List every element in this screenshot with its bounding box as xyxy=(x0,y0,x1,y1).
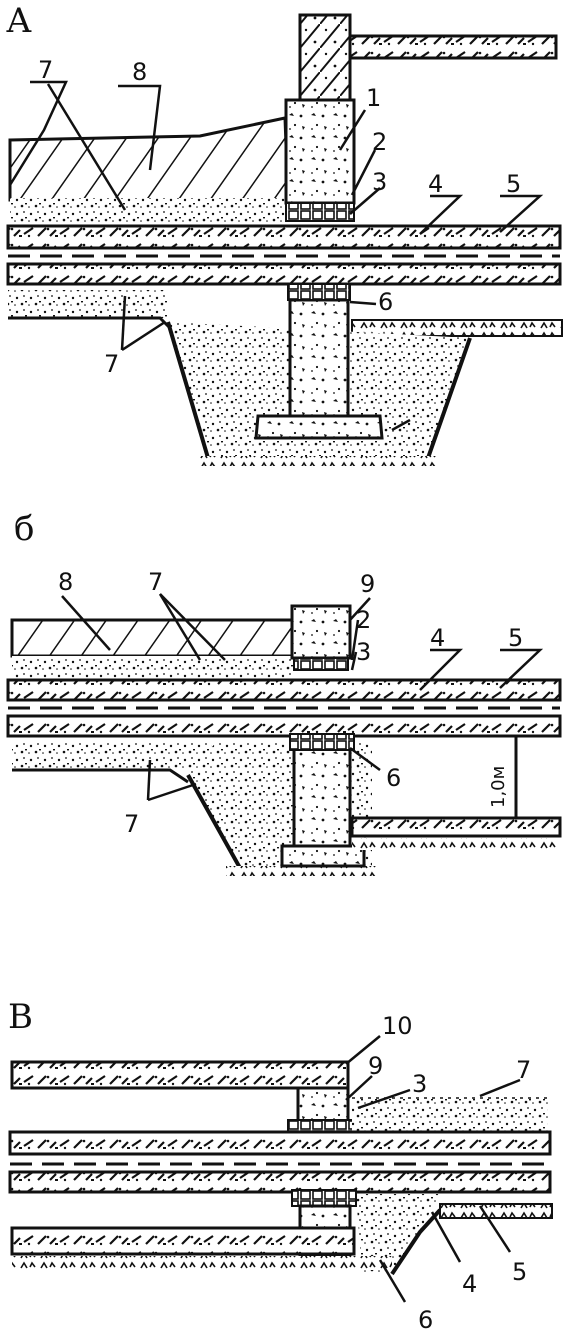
panel-a-footing xyxy=(254,414,384,440)
panel-a-left-ground xyxy=(8,290,168,318)
panel-a-foundation-block xyxy=(284,98,356,205)
panel-a-brick-cap xyxy=(287,283,351,301)
panel-b-label-6: 6 xyxy=(386,764,401,792)
panel-c-right-ground xyxy=(439,1203,553,1219)
panel-b-brick-cap xyxy=(289,733,355,751)
panel-a-brick-row xyxy=(285,202,355,222)
panel-b-label-4: 4 xyxy=(430,624,445,652)
panel-c-leaders xyxy=(345,1035,521,1303)
panel-b-brick-row xyxy=(293,657,349,671)
panel-c-label-5: 5 xyxy=(512,1258,527,1286)
panel-b-label-5: 5 xyxy=(508,624,523,652)
panel-c-top-slab xyxy=(10,1060,350,1090)
panel-a-left-ground-edge xyxy=(8,316,172,330)
panel-a-pit-bottom-soil xyxy=(200,456,436,466)
panel-b-column xyxy=(292,746,352,848)
panel-b-upper-slab xyxy=(6,678,562,702)
panel-c-label-9: 9 xyxy=(368,1052,383,1080)
panel-a-label-3: 3 xyxy=(372,168,387,196)
panel-c-block-9 xyxy=(296,1086,350,1124)
panel-c-label-10: 10 xyxy=(382,1012,413,1040)
panel-c-label-4: 4 xyxy=(462,1270,477,1298)
panel-c-label-6: 6 xyxy=(418,1306,433,1334)
panel-b-right-soil xyxy=(352,838,560,850)
panel-a-letter: А xyxy=(6,1,32,41)
panel-a-top-slab xyxy=(346,34,558,60)
panel-c-letter: В xyxy=(8,997,33,1037)
panel-c-sand-7 xyxy=(352,1098,548,1132)
panel-c-bottom-slab xyxy=(10,1226,356,1256)
panel-c-brick-row xyxy=(287,1119,357,1133)
panel-a-label-4: 4 xyxy=(428,170,443,198)
panel-a-label-5: 5 xyxy=(506,170,521,198)
panel-b-label-9: 9 xyxy=(360,570,375,598)
panel-a-column xyxy=(288,298,350,418)
panel-a-label-6: 6 xyxy=(378,288,393,316)
panel-a-backfill-8 xyxy=(8,116,290,202)
panel-b-backfill-8 xyxy=(10,618,296,658)
panel-a-label-8: 8 xyxy=(132,58,147,86)
panel-b-leaders xyxy=(61,593,544,802)
panel-b-label-7-top: 7 xyxy=(148,568,163,596)
panel-c-pit xyxy=(356,1194,440,1272)
panel-a-label-7-bottom: 7 xyxy=(104,350,119,378)
panel-b-lower-slab xyxy=(6,714,562,738)
panel-a-label-2: 2 xyxy=(372,128,387,156)
panel-b-pit-bottom-soil xyxy=(226,866,376,876)
panel-c-pit-edge xyxy=(390,1208,442,1276)
panel-b-sand-layer xyxy=(12,656,294,680)
panel-b: б 8 7 9 2 3 4 5 6 7 1,0м xyxy=(6,509,562,876)
panel-a-label-1: 1 xyxy=(366,84,381,112)
panel-c-label-7: 7 xyxy=(516,1056,531,1084)
panel-b-left-ground xyxy=(12,742,212,770)
panel-c-upper-slab xyxy=(8,1130,552,1156)
panel-b-dimension-label: 1,0м xyxy=(488,766,509,808)
panel-b-label-7-bottom: 7 xyxy=(124,810,139,838)
panel-a-right-ground xyxy=(351,319,563,337)
panel-a-leaders xyxy=(8,80,544,432)
panel-b-label-2: 2 xyxy=(356,606,371,634)
panel-a-upper-slab xyxy=(6,224,562,250)
panel-a-label-7-top: 7 xyxy=(38,56,53,84)
panel-b-letter: б xyxy=(14,509,34,549)
panel-b-foundation-block xyxy=(290,604,352,660)
panel-b-footing xyxy=(280,844,366,868)
panel-a-sand-layer xyxy=(10,198,288,224)
panel-b-right-floor xyxy=(350,816,562,838)
panel-a-lower-slab xyxy=(6,262,562,286)
panel-a: А 7 8 1 2 3 4 5 6 7 xyxy=(6,1,563,466)
panel-c-label-3: 3 xyxy=(412,1070,427,1098)
panel-c-bottom-soil xyxy=(12,1256,392,1270)
panel-c-brick-cap xyxy=(291,1189,357,1207)
panel-a-wall xyxy=(298,13,352,107)
panel-b-label-8: 8 xyxy=(58,568,73,596)
panel-b-left-ground-edge xyxy=(12,768,189,784)
panel-b-label-3: 3 xyxy=(356,638,371,666)
panel-c: В 10 9 3 7 4 5 6 xyxy=(8,997,553,1334)
panel-c-lower-slab xyxy=(8,1170,552,1194)
